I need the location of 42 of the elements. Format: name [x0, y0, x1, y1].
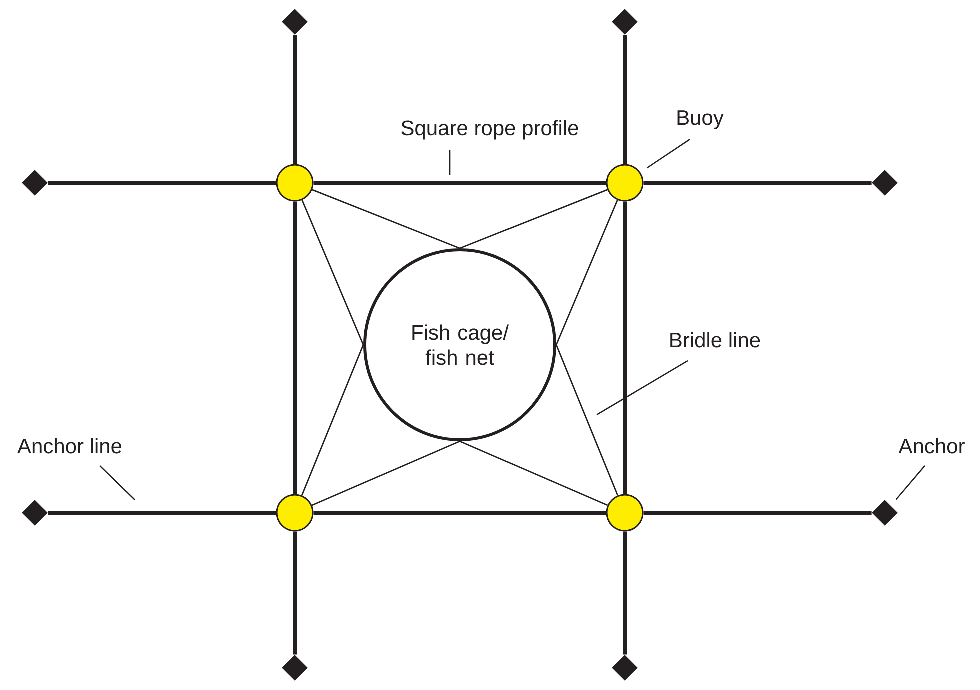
bridle-line	[556, 344, 619, 496]
rope-line	[623, 532, 627, 655]
anchor-diamond	[612, 655, 638, 681]
leader-line	[449, 150, 451, 175]
bridle-line	[460, 189, 608, 250]
rope-line	[623, 202, 627, 494]
buoy-circle	[606, 494, 644, 532]
rope-line	[293, 532, 297, 655]
rope-line	[644, 181, 872, 185]
rope-line	[48, 181, 276, 185]
anchor-diamond	[872, 500, 898, 526]
rope-line	[293, 202, 297, 494]
rope-line	[314, 511, 606, 515]
buoy-circle	[276, 494, 314, 532]
bridle-line	[460, 440, 608, 506]
callout-label: Buoy	[678, 110, 724, 130]
leader-line	[896, 465, 926, 500]
buoy-circle	[276, 164, 314, 202]
callout-label: Bridle line	[670, 332, 760, 348]
anchor-diamond	[282, 9, 308, 35]
anchor-diamond	[282, 655, 308, 681]
rope-line	[644, 511, 872, 515]
rope-line	[314, 181, 606, 185]
leader-line	[646, 139, 690, 169]
callout-label: Anchor line	[18, 438, 122, 454]
anchor-diamond	[22, 500, 48, 526]
anchor-diamond	[22, 170, 48, 196]
anchor-diamond	[872, 170, 898, 196]
leader-line	[596, 360, 688, 416]
leader-line	[100, 465, 136, 500]
rope-line	[293, 35, 297, 164]
rope-line	[48, 511, 276, 515]
bridle-line	[312, 440, 460, 506]
callout-label: Square rope profile	[402, 120, 578, 140]
bridle-line	[556, 200, 618, 346]
bridle-line	[312, 189, 460, 250]
rope-line	[623, 35, 627, 164]
callout-label: Anchor	[898, 438, 965, 454]
anchor-diamond	[612, 9, 638, 35]
bridle-line	[302, 200, 364, 346]
buoy-circle	[606, 164, 644, 202]
bridle-line	[301, 344, 364, 496]
